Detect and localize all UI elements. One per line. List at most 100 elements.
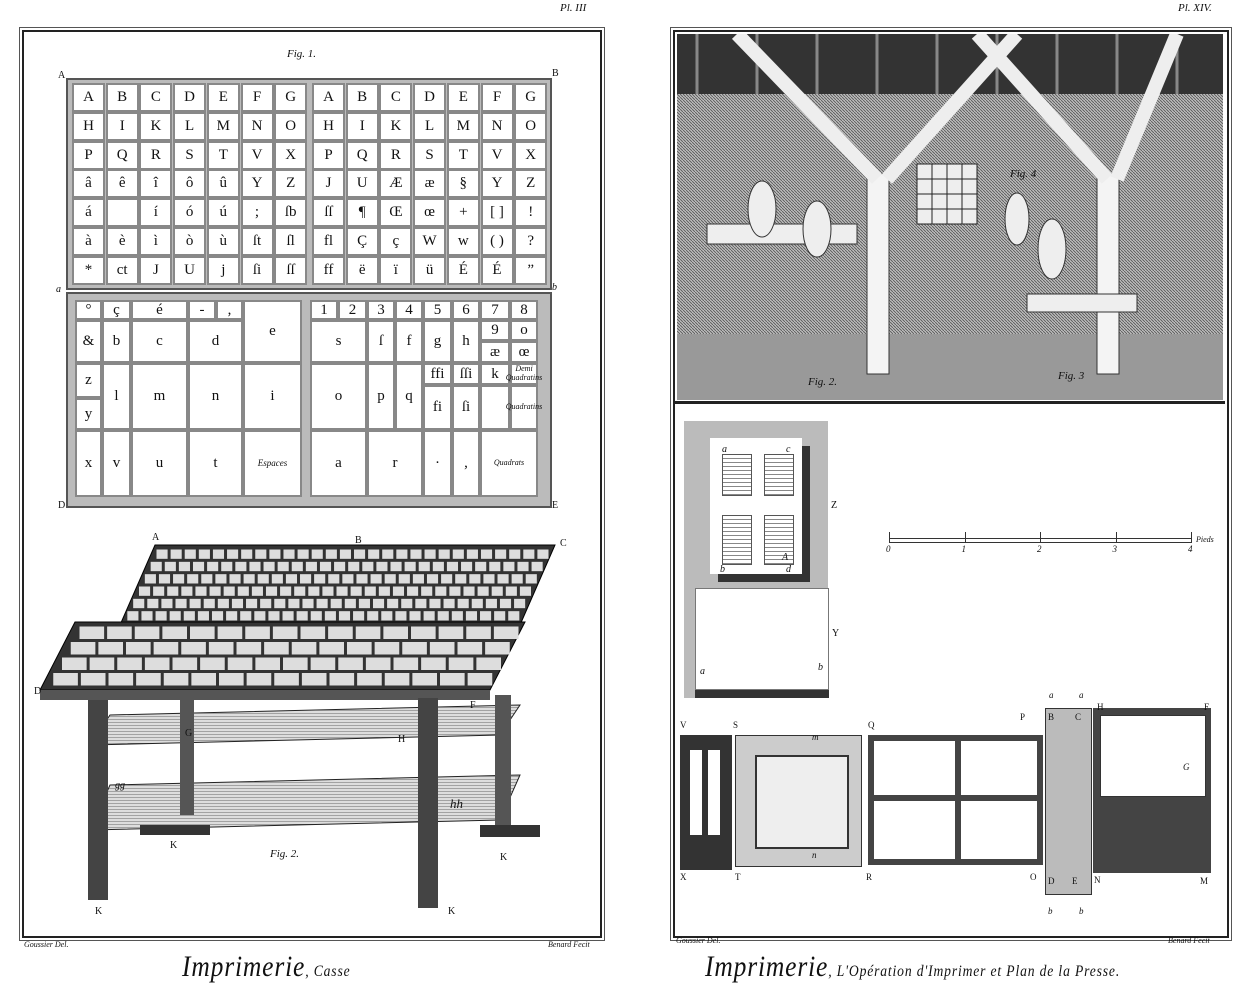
- type-compartment: X: [274, 140, 308, 170]
- type-compartment: y: [75, 398, 102, 430]
- type-compartment: F: [240, 83, 274, 112]
- plan-letter: S: [733, 720, 739, 730]
- type-compartment: d: [188, 320, 243, 363]
- case-compartment: [465, 611, 478, 621]
- type-compartment: Quadratins: [506, 385, 542, 430]
- type-compartment: ſt: [240, 227, 274, 256]
- type-compartment: §: [446, 169, 480, 199]
- case-compartment: [463, 586, 475, 596]
- case-compartment: [288, 598, 300, 609]
- upper-case-grid: [127, 549, 549, 621]
- scale-tick-label: 1: [961, 544, 967, 554]
- plan-letter: b: [1048, 906, 1053, 916]
- case-compartment: [384, 673, 410, 686]
- type-compartment: b: [102, 320, 131, 363]
- case-compartment: [457, 598, 469, 609]
- case-compartment: [509, 549, 521, 559]
- case-compartment: [421, 586, 433, 596]
- case-compartment: [170, 549, 182, 559]
- type-compartment: O: [274, 111, 308, 141]
- case-compartment: [429, 598, 441, 609]
- case-compartment: [354, 549, 366, 559]
- type-compartment: Œ: [379, 198, 413, 228]
- case-compartment: [79, 626, 105, 639]
- case-compartment: [342, 574, 354, 584]
- case-compartment: [187, 574, 199, 584]
- case-compartment: [372, 598, 385, 609]
- corner-A: A: [58, 70, 66, 81]
- case-compartment: [328, 626, 353, 639]
- case-compartment: [283, 549, 295, 559]
- type-compartment: N: [480, 111, 514, 141]
- lower-case-grid: [53, 626, 519, 686]
- case-compartment: [254, 611, 266, 621]
- fig2-label: Fig. 2.: [270, 848, 300, 860]
- case-compartment: [161, 598, 173, 609]
- case-compartment: [133, 598, 145, 609]
- right-plate-number: Pl. XIV.: [1178, 2, 1212, 14]
- plan-letter: X: [680, 872, 687, 882]
- fig2-letter: K: [170, 840, 178, 851]
- type-compartment: 3: [367, 300, 395, 320]
- type-compartment: N: [240, 111, 274, 141]
- case-compartment: [466, 626, 491, 639]
- designer-signature: Goussier Del.: [676, 936, 721, 945]
- type-compartment: e: [243, 300, 302, 363]
- type-compartment: °: [75, 300, 102, 320]
- scene-divider: [675, 401, 1225, 404]
- scale-unit: Pieds: [1196, 535, 1214, 544]
- type-compartment: c: [131, 320, 188, 363]
- case-compartment: [355, 626, 381, 639]
- fig2-letter: B: [355, 535, 362, 546]
- case-compartment: [314, 574, 326, 584]
- type-compartment: D: [413, 83, 447, 112]
- case-compartment: [80, 673, 106, 686]
- type-compartment: D: [173, 83, 207, 112]
- case-compartment: [494, 611, 506, 621]
- left-caption: Imprimerie, Casse: [182, 950, 350, 984]
- case-compartment: [325, 549, 337, 559]
- scale-tick: [1115, 532, 1117, 542]
- page-a: [722, 454, 752, 496]
- case-compartment: [489, 561, 501, 572]
- type-compartment: S: [413, 140, 447, 170]
- case-compartment: [217, 598, 229, 609]
- fig2-letter: K: [500, 852, 508, 863]
- forme-letter: a: [722, 444, 727, 455]
- type-compartment: 2: [338, 300, 367, 320]
- case-compartment: [499, 598, 512, 609]
- type-compartment: H: [72, 111, 105, 141]
- case-compartment: [517, 561, 529, 572]
- type-compartment: æ: [480, 341, 510, 363]
- type-compartment: S: [173, 140, 207, 170]
- type-compartment: Y: [480, 169, 514, 199]
- case-compartment: [53, 673, 78, 686]
- foot: [140, 825, 210, 835]
- case-compartment: [89, 657, 115, 670]
- fig2-letter: A: [152, 532, 160, 543]
- case-compartment: [277, 561, 289, 572]
- case-compartment: [485, 642, 510, 655]
- case-compartment: [300, 574, 312, 584]
- forme-letter: c: [786, 444, 791, 455]
- case-compartment: [461, 561, 473, 572]
- type-compartment: æ: [413, 169, 447, 199]
- type-compartment: M: [446, 111, 480, 141]
- case-compartment: [438, 626, 464, 639]
- type-compartment: œ: [413, 198, 447, 228]
- leg: [180, 695, 194, 815]
- case-compartment: [412, 673, 437, 686]
- case-compartment: [339, 549, 351, 559]
- case-compartment: [393, 657, 419, 670]
- type-compartment: ·: [423, 430, 452, 497]
- type-compartment: Y: [240, 169, 274, 199]
- case-compartment: [126, 642, 151, 655]
- corner-B: B: [552, 68, 559, 79]
- type-compartment: W: [413, 227, 447, 256]
- ceiling-beams: [677, 34, 1223, 94]
- type-compartment: ſſ: [274, 255, 308, 285]
- case-compartment: [291, 561, 303, 572]
- type-compartment: &: [75, 320, 102, 363]
- designer-signature: Goussier Del.: [24, 940, 69, 949]
- type-compartment: M: [206, 111, 240, 141]
